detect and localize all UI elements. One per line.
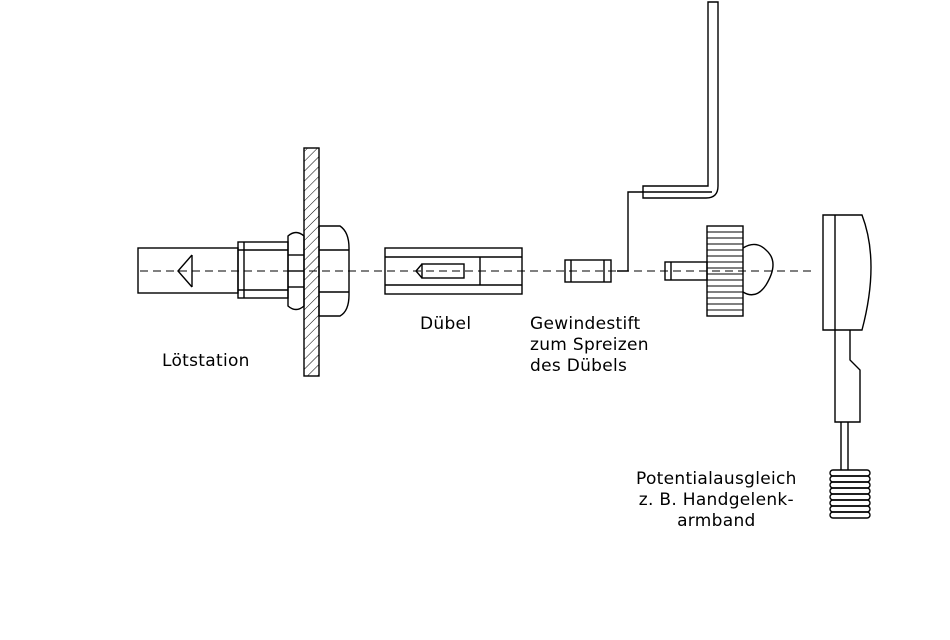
leader-line (617, 192, 643, 271)
label-potentialausgleich: Potentialausgleich z. B. Handgelenk- arm… (636, 469, 797, 532)
label-gewindestift: Gewindestift zum Spreizen des Dübels (530, 314, 649, 377)
wall-section (304, 148, 319, 376)
soldering-station-part (138, 242, 288, 298)
wrist-strap-clip (823, 215, 871, 470)
hex-key (643, 2, 718, 198)
hex-nut (288, 233, 304, 310)
label-duebel: Dübel (420, 314, 471, 335)
coiled-cable (830, 470, 870, 518)
label-loetstation: Lötstation (162, 351, 250, 372)
